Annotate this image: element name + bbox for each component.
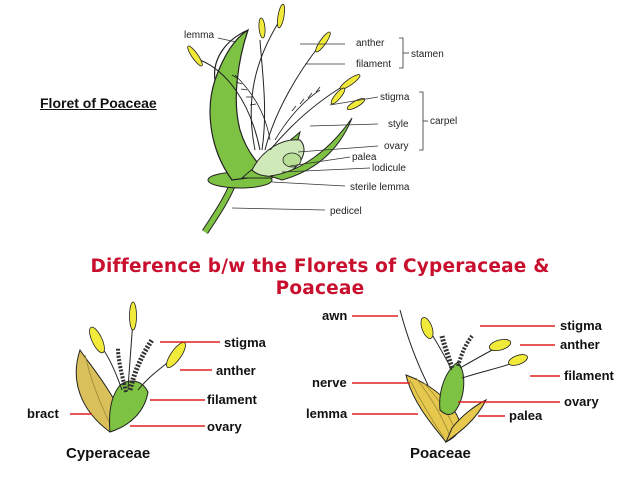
- anthers: [187, 3, 366, 111]
- label-ovary-top: ovary: [384, 141, 408, 152]
- title-line-1: Difference b/w the Florets of Cyperaceae…: [90, 256, 550, 277]
- label-style: style: [388, 119, 409, 130]
- label-stigma-top: stigma: [380, 92, 410, 103]
- filaments: [199, 19, 346, 151]
- comparison-title: Difference b/w the Florets of Cyperaceae…: [60, 256, 580, 300]
- top-leader-lines: [217, 37, 428, 211]
- title-line-2: Poaceae: [275, 278, 365, 299]
- label-stamen: stamen: [411, 49, 444, 60]
- label-pedicel: pedicel: [330, 206, 362, 217]
- stigmas: [231, 74, 321, 141]
- label-anther: anther: [356, 38, 385, 49]
- floret-heading: Floret of Poaceae: [40, 95, 157, 111]
- label-lemma: lemma: [184, 30, 214, 41]
- label-carpel: carpel: [430, 116, 457, 127]
- label-palea-top: palea: [352, 152, 377, 163]
- label-sterile-lemma: sterile lemma: [350, 182, 410, 193]
- label-lodicule: lodicule: [372, 163, 406, 174]
- label-filament: filament: [356, 59, 391, 70]
